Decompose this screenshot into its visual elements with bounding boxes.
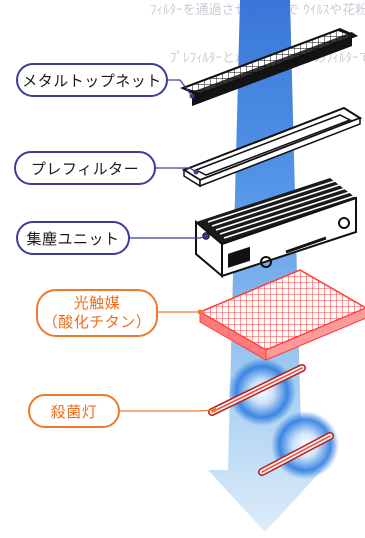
label-pre-filter-text: プレフィルター [30,159,140,178]
leader-lines [120,79,217,413]
label-photocatalyst-line-1: 光触媒 [73,294,121,312]
label-dust-unit-text: 集塵ユニット [26,229,120,248]
metal-top-net [180,28,358,106]
dust-collection-unit [195,178,357,279]
label-metal-top-net: メタルトップネット [16,63,168,97]
label-metal-top-net-text: メタルトップネット [22,71,162,90]
leader-metal-top-net [168,79,193,97]
label-photocatalyst: 光触媒 （酸化チタン） [36,289,158,337]
label-germicidal-lamp: 殺菌灯 [28,394,120,428]
germicidal-lamp-upper [208,358,306,426]
pre-filter [181,106,363,188]
label-photocatalyst-line-2: （酸化チタン） [42,313,152,331]
leader-germicidal-lamp [120,409,215,412]
germicidal-lamp-lower [258,411,339,479]
label-pre-filter: プレフィルター [14,151,156,185]
photocatalyst-filter [198,269,365,361]
label-dust-unit: 集塵ユニット [16,221,130,255]
leader-dust-unit [128,235,207,239]
label-germicidal-lamp-text: 殺菌灯 [50,402,98,421]
